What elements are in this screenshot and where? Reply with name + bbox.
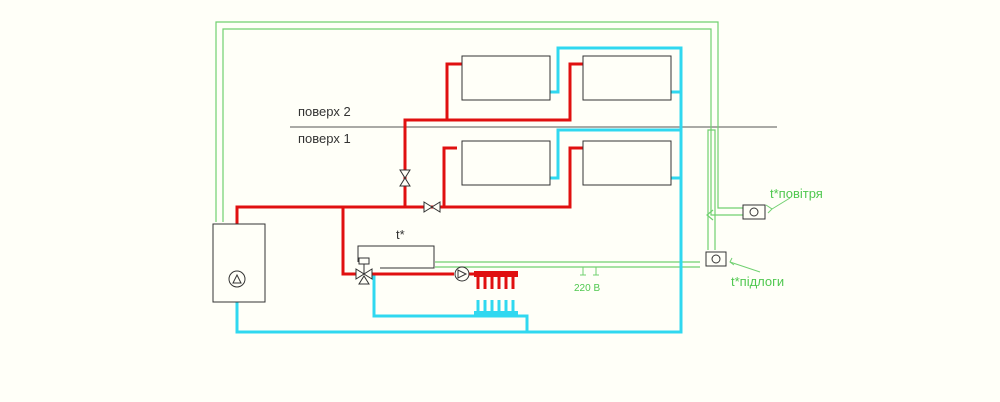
floor-1-label: поверх 1	[298, 131, 351, 146]
mixer-temp-label: t*	[396, 227, 405, 242]
control-wiring	[215, 21, 743, 269]
manifold-icon	[474, 300, 518, 317]
boiler-icon	[212, 223, 266, 303]
mixing-valve-icon	[355, 257, 373, 285]
power-label: 220 В	[574, 283, 600, 294]
valve-icon	[423, 201, 441, 213]
manifold-icon	[474, 271, 518, 289]
sensor-leader	[729, 197, 791, 273]
return-pipes	[235, 46, 683, 334]
radiator-icon	[461, 55, 672, 186]
sensor-icon	[742, 204, 766, 220]
pump-icon	[228, 270, 246, 288]
sensor-icon	[705, 251, 727, 267]
floor-2-label: поверх 2	[298, 104, 351, 119]
floor-temp-label: t*підлоги	[731, 274, 784, 289]
pump-icon	[454, 266, 470, 282]
air-temp-label: t*повітря	[770, 186, 823, 201]
plug-icon	[580, 267, 599, 276]
valve-icon	[399, 169, 411, 187]
